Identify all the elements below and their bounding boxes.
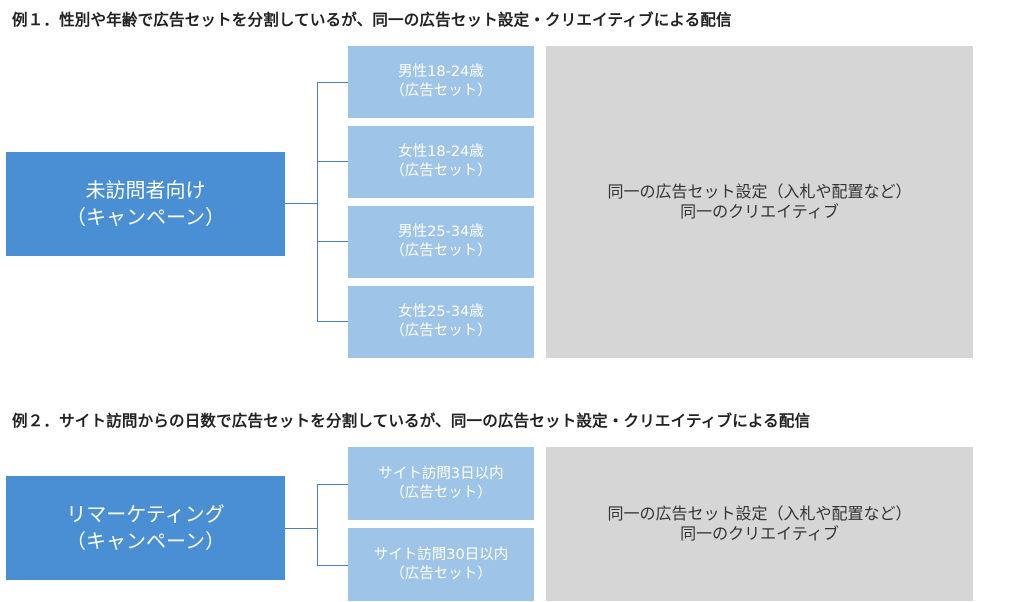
campaign-box-remarketing: リマーケティング （キャンペーン） (6, 476, 285, 580)
connector-branch (317, 484, 348, 485)
adset-name: 女性25-34歳 (398, 304, 484, 320)
connector-branch (317, 82, 348, 83)
shared-settings-box: 同一の広告セット設定（入札や配置など） 同一のクリエイティブ (546, 46, 973, 358)
adset-name: 女性18-24歳 (398, 144, 484, 160)
example-2-heading: 例２．サイト訪問からの日数で広告セットを分割しているが、同一の広告セット設定・ク… (12, 412, 811, 430)
adset-type: （広告セット） (390, 323, 492, 339)
campaign-box-unvisited: 未訪問者向け （キャンペーン） (6, 152, 285, 256)
adset-box: 男性18-24歳 （広告セット） (348, 46, 534, 118)
connector-campaign-2 (285, 528, 317, 529)
connector-trunk-1 (317, 82, 318, 322)
adset-box: サイト訪問3日以内 （広告セット） (348, 447, 534, 520)
adset-name: 男性25-34歳 (398, 224, 484, 240)
adset-type: （広告セット） (390, 163, 492, 179)
adset-name: サイト訪問3日以内 (378, 465, 504, 482)
shared-settings-label: 同一の広告セット設定（入札や配置など） (607, 182, 912, 201)
campaign-name: 未訪問者向け (85, 178, 206, 202)
connector-branch (317, 161, 348, 162)
campaign-type: （キャンペーン） (66, 205, 225, 229)
example-1-heading: 例１．性別や年齢で広告セットを分割しているが、同一の広告セット設定・クリエイティ… (12, 11, 732, 29)
adset-box: サイト訪問30日以内 （広告セット） (348, 528, 534, 601)
connector-branch (317, 565, 348, 566)
adset-box: 女性25-34歳 （広告セット） (348, 286, 534, 358)
shared-creative-label: 同一のクリエイティブ (680, 524, 839, 543)
adset-box: 男性25-34歳 （広告セット） (348, 206, 534, 278)
adset-box: 女性18-24歳 （広告セット） (348, 126, 534, 198)
connector-branch (317, 321, 348, 322)
connector-branch (317, 241, 348, 242)
campaign-name: リマーケティング (66, 502, 225, 526)
adset-name: サイト訪問30日以内 (373, 546, 509, 563)
adset-name: 男性18-24歳 (398, 64, 484, 80)
connector-campaign-1 (285, 203, 317, 204)
adset-type: （広告セット） (390, 565, 492, 582)
shared-settings-label: 同一の広告セット設定（入札や配置など） (607, 504, 912, 523)
adset-type: （広告セット） (390, 83, 492, 99)
shared-creative-label: 同一のクリエイティブ (680, 202, 839, 221)
campaign-type: （キャンペーン） (66, 529, 225, 553)
connector-trunk-2 (317, 484, 318, 566)
shared-settings-box: 同一の広告セット設定（入札や配置など） 同一のクリエイティブ (546, 447, 973, 601)
adset-type: （広告セット） (390, 243, 492, 259)
adset-type: （広告セット） (390, 484, 492, 501)
